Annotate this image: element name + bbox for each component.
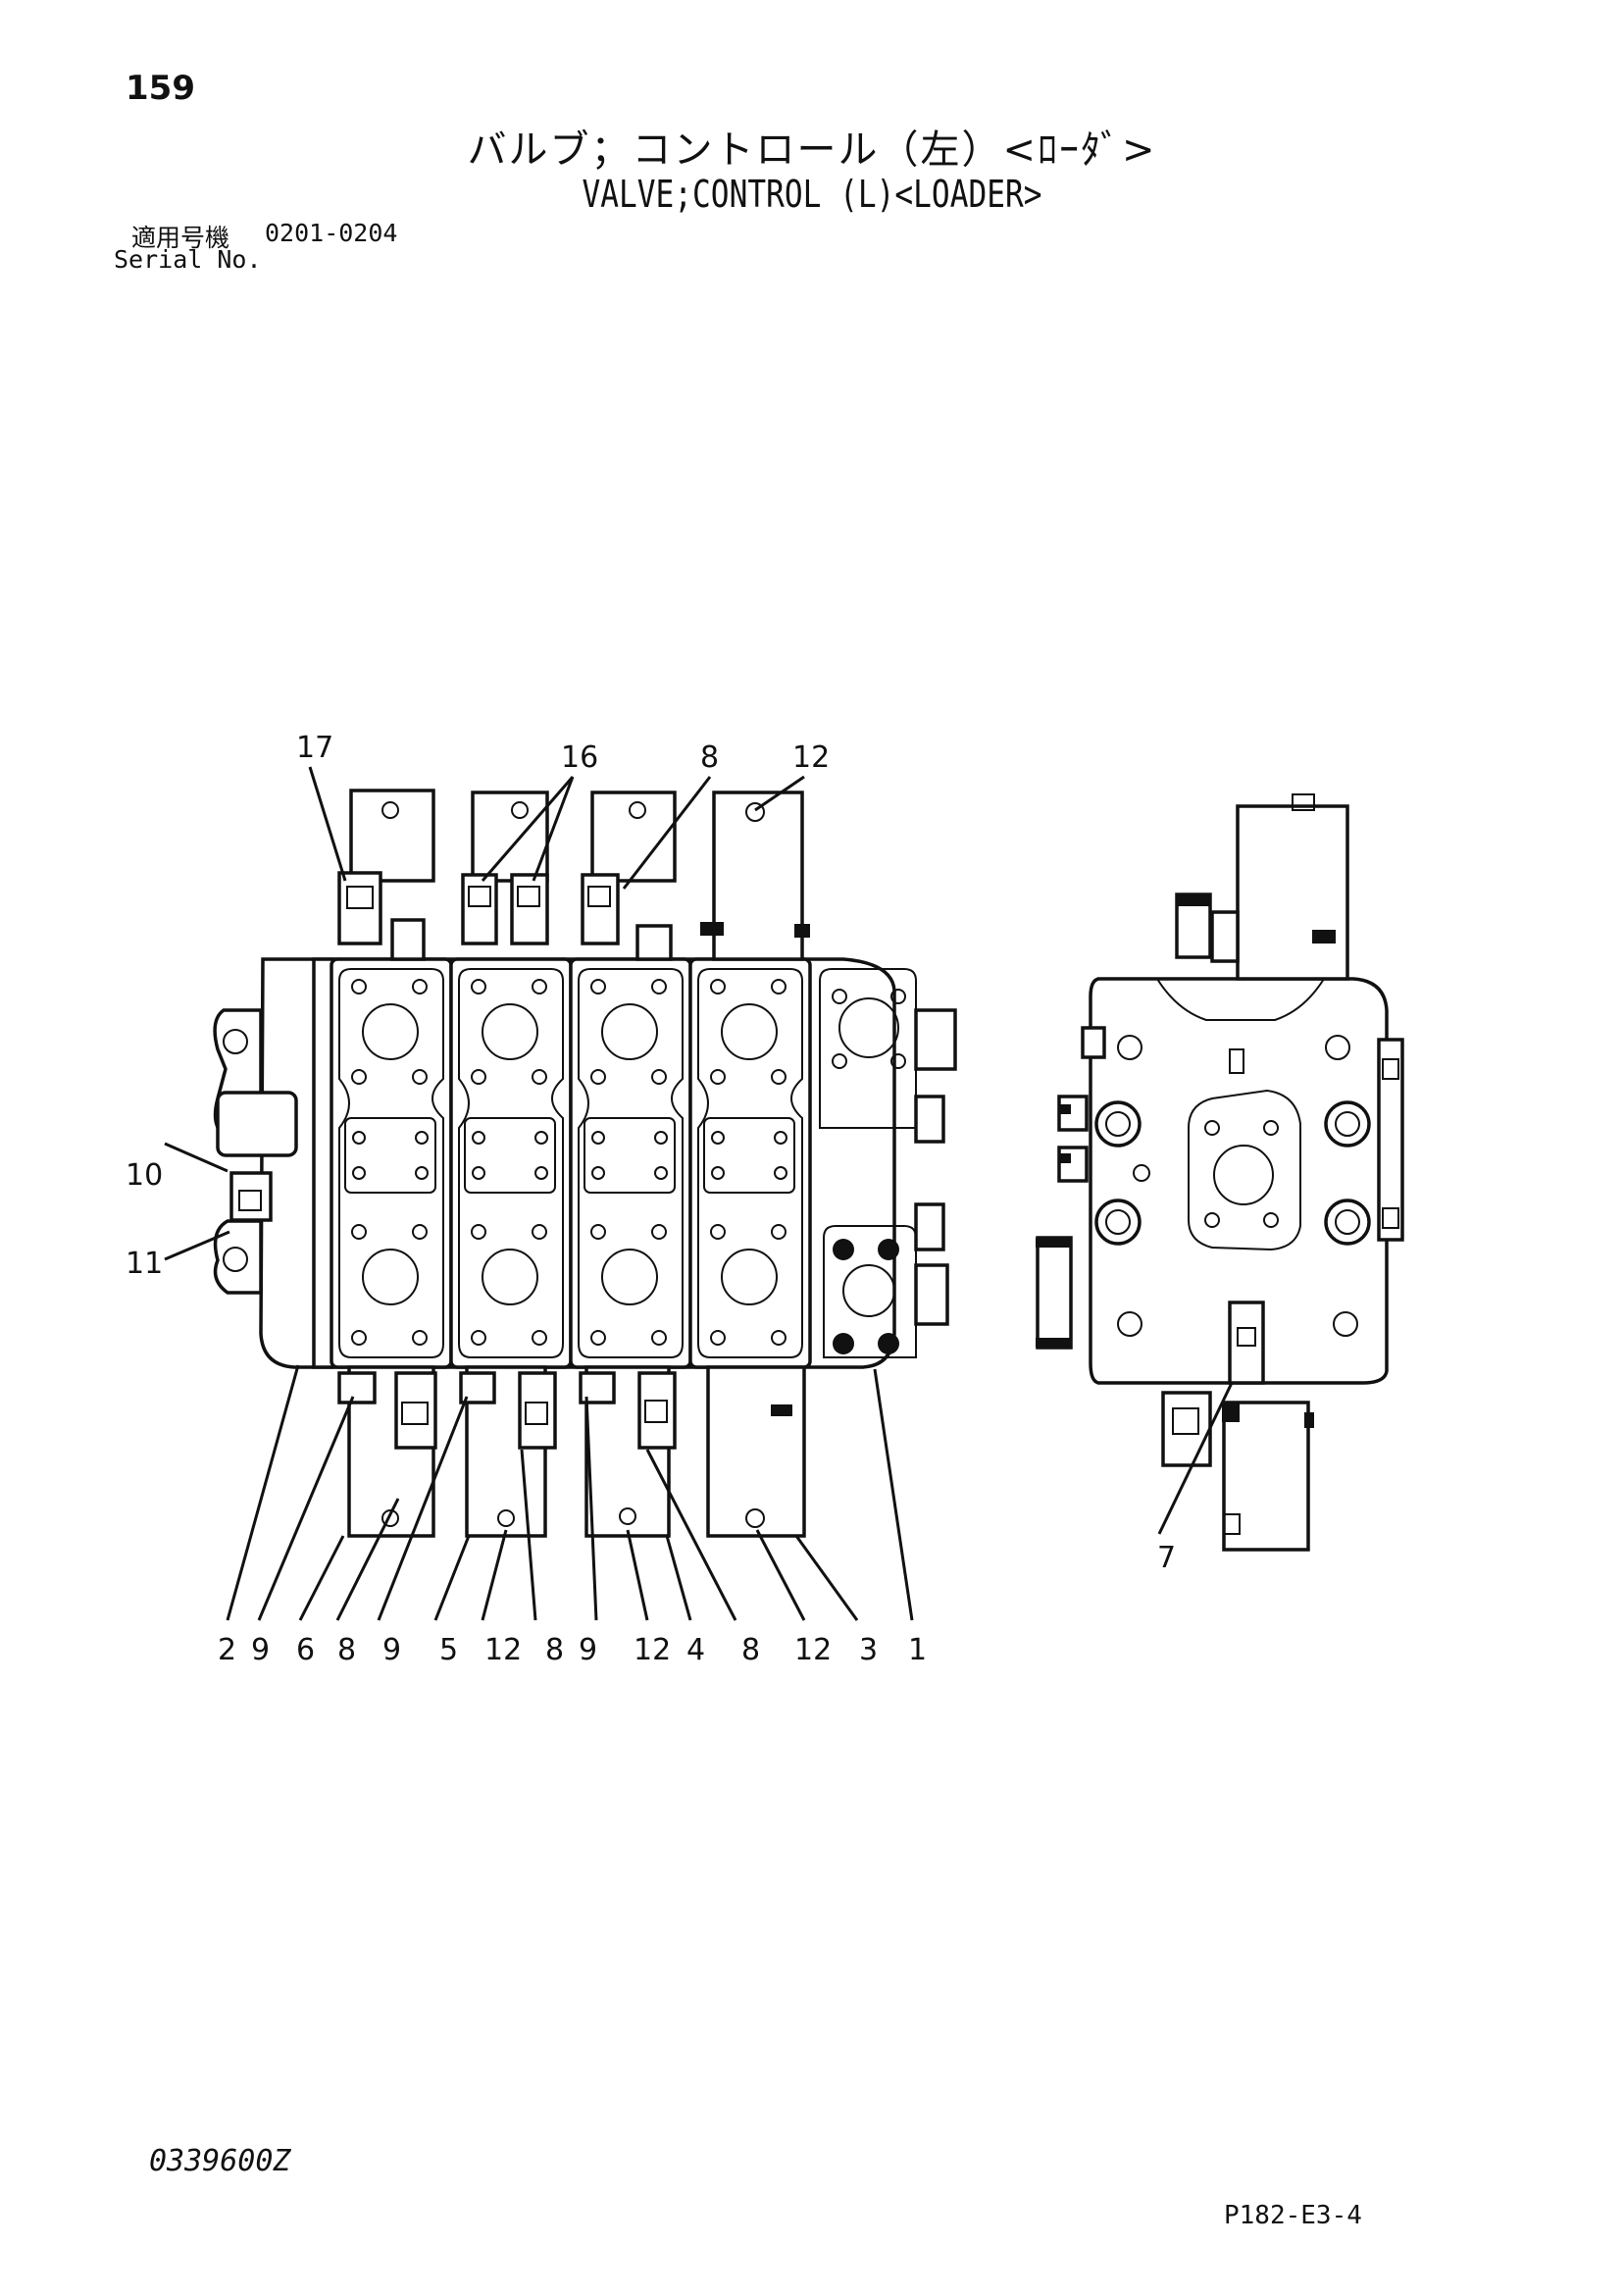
bottom-spool-caps	[337, 1365, 806, 1538]
callout-6: 6	[296, 1633, 315, 1667]
inlet-section	[819, 968, 957, 1358]
callout-17: 17	[296, 731, 333, 765]
callout-9: 9	[382, 1633, 401, 1667]
callout-12-top: 12	[792, 740, 830, 775]
callout-12: 12	[634, 1633, 671, 1667]
spool-section-1	[330, 957, 453, 1369]
front-view	[164, 766, 957, 1621]
leader-lines-front	[164, 766, 914, 1621]
page-reference: P182-E3-4	[1224, 2201, 1362, 2230]
spool-section-3	[569, 957, 692, 1369]
spool-section-2	[449, 957, 573, 1369]
callout-3: 3	[859, 1633, 878, 1667]
callout-11: 11	[126, 1247, 163, 1281]
callout-9: 9	[251, 1633, 270, 1667]
serial-label-english: Serial No.	[114, 245, 262, 274]
callout-4: 4	[686, 1633, 705, 1667]
side-view	[1036, 793, 1404, 1552]
callout-8: 8	[545, 1633, 564, 1667]
serial-label-japanese: 適用号機	[131, 224, 230, 252]
callout-8-top: 8	[700, 740, 719, 775]
callout-8: 8	[741, 1633, 760, 1667]
callout-12: 12	[484, 1633, 522, 1667]
title-japanese: バルブ；コントロール（左）<ﾛｰﾀﾞ>	[467, 128, 1157, 173]
callout-1: 1	[908, 1633, 927, 1667]
callout-2: 2	[218, 1633, 236, 1667]
page-number: 159	[126, 69, 195, 108]
callout-9: 9	[579, 1633, 597, 1667]
callout-8: 8	[337, 1633, 356, 1667]
spool-section-4	[688, 957, 812, 1369]
callout-10: 10	[126, 1158, 163, 1193]
document-code: 0339600Z	[149, 2144, 291, 2178]
serial-range: 0201-0204	[265, 219, 398, 247]
callout-7: 7	[1157, 1541, 1176, 1575]
callout-12: 12	[794, 1633, 832, 1667]
callout-5: 5	[439, 1633, 458, 1667]
title-english: VALVE;CONTROL (L)<LOADER>	[582, 173, 1042, 216]
callout-labels: 17 16 8 12 10 11 7 2 9 6 8 9 5 12 8 9 12…	[126, 731, 1176, 1667]
callout-16: 16	[561, 740, 598, 775]
top-spool-caps	[337, 789, 810, 961]
